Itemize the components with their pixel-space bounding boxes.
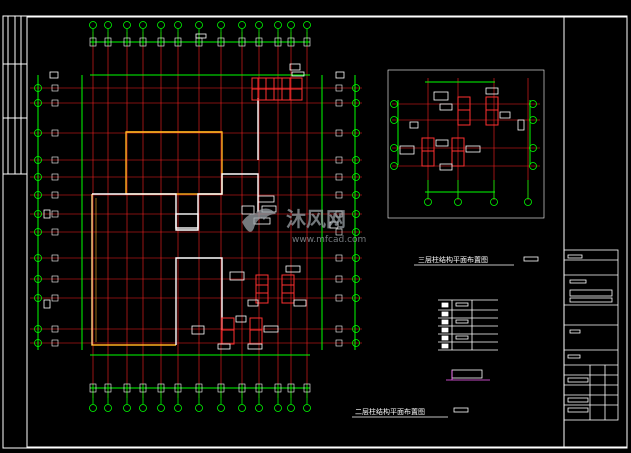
axis-bubble bbox=[352, 325, 360, 333]
axis-bubble bbox=[274, 21, 282, 29]
axis-bubble bbox=[34, 156, 42, 164]
axis-bubble bbox=[34, 325, 42, 333]
axis-bubble bbox=[390, 100, 398, 108]
dimension-lines-second-floor bbox=[37, 41, 356, 389]
title-third-floor: 三层柱结构平面布置图 bbox=[418, 255, 488, 264]
axis-bubble bbox=[390, 144, 398, 152]
axis-bubble bbox=[490, 198, 498, 206]
axis-bubble bbox=[352, 275, 360, 283]
column-tags-second-floor bbox=[43, 33, 345, 350]
legend-table bbox=[438, 299, 498, 381]
title-second-floor: 二层柱结构平面布置图 bbox=[355, 407, 425, 416]
axis-bubble bbox=[217, 404, 225, 412]
axis-grid-second-floor bbox=[30, 32, 362, 398]
axis-bubble bbox=[238, 21, 246, 29]
axis-bubble bbox=[352, 99, 360, 107]
watermark-brand: 沐风网 bbox=[286, 207, 346, 231]
axis-bubble bbox=[529, 100, 537, 108]
axis-bubbles-second-floor bbox=[34, 21, 360, 412]
axis-bubble bbox=[34, 228, 42, 236]
axis-bubble bbox=[34, 99, 42, 107]
axis-bubble bbox=[34, 339, 42, 347]
dimension-lines-third-floor bbox=[387, 69, 545, 219]
axis-bubble bbox=[217, 21, 225, 29]
axis-bubble bbox=[529, 162, 537, 170]
axis-bubble bbox=[139, 21, 147, 29]
columns-third-floor bbox=[421, 96, 499, 167]
axis-bubble bbox=[34, 129, 42, 137]
dimension-lines-third-floor-green bbox=[397, 81, 531, 193]
axis-bubble bbox=[287, 404, 295, 412]
axis-grid-third-floor bbox=[392, 78, 540, 200]
drawing-frame bbox=[2, 15, 628, 449]
axis-bubbles-third-floor bbox=[390, 100, 537, 206]
walls-second-floor bbox=[91, 98, 259, 346]
axis-bubble bbox=[352, 129, 360, 137]
axis-bubble bbox=[352, 156, 360, 164]
axis-bubble bbox=[195, 21, 203, 29]
axis-bubble bbox=[352, 254, 360, 262]
axis-bubble bbox=[34, 294, 42, 302]
axis-bubble bbox=[529, 116, 537, 124]
axis-bubble bbox=[174, 21, 182, 29]
column-tags-third-floor bbox=[399, 87, 525, 171]
axis-bubble bbox=[238, 404, 246, 412]
axis-bubble bbox=[287, 21, 295, 29]
axis-bubble bbox=[104, 404, 112, 412]
axis-bubble bbox=[390, 116, 398, 124]
axis-bubble bbox=[303, 21, 311, 29]
axis-bubble bbox=[123, 404, 131, 412]
axis-bubble bbox=[139, 404, 147, 412]
axis-bubble bbox=[255, 21, 263, 29]
axis-bubble bbox=[352, 294, 360, 302]
axis-bubble bbox=[454, 198, 462, 206]
axis-bubble bbox=[34, 173, 42, 181]
axis-bubble bbox=[352, 228, 360, 236]
axis-bubble bbox=[524, 198, 532, 206]
axis-bubble bbox=[352, 210, 360, 218]
third-floor-plan bbox=[387, 69, 545, 219]
axis-bubble bbox=[34, 84, 42, 92]
axis-bubble bbox=[274, 404, 282, 412]
axis-bubble bbox=[352, 339, 360, 347]
drawing-title-second-floor: 二层柱结构平面布置图 bbox=[352, 407, 469, 418]
axis-bubble bbox=[104, 21, 112, 29]
axis-bubble bbox=[303, 404, 311, 412]
axis-bubble bbox=[352, 191, 360, 199]
axis-bubble bbox=[195, 404, 203, 412]
watermark-url: www.mfcad.com bbox=[292, 235, 366, 245]
axis-bubble bbox=[34, 210, 42, 218]
axis-bubble bbox=[255, 404, 263, 412]
axis-bubble bbox=[529, 144, 537, 152]
axis-bubble bbox=[157, 21, 165, 29]
axis-bubble bbox=[34, 275, 42, 283]
title-block bbox=[563, 249, 619, 421]
axis-bubble bbox=[34, 191, 42, 199]
columns-second-floor bbox=[221, 77, 303, 345]
watermark-logo-icon bbox=[242, 208, 276, 232]
axis-bubble bbox=[89, 21, 97, 29]
axis-bubble bbox=[352, 173, 360, 181]
axis-bubble bbox=[157, 404, 165, 412]
axis-bubble bbox=[123, 21, 131, 29]
axis-bubble bbox=[424, 198, 432, 206]
drawing-title-third-floor: 三层柱结构平面布置图 bbox=[414, 255, 539, 266]
axis-bubble bbox=[174, 404, 182, 412]
axis-bubble bbox=[34, 254, 42, 262]
second-floor-plan bbox=[30, 21, 362, 412]
axis-bubble bbox=[89, 404, 97, 412]
axis-bubble bbox=[390, 162, 398, 170]
watermark: 沐风网 www.mfcad.com bbox=[242, 207, 366, 245]
axis-bubble bbox=[352, 84, 360, 92]
